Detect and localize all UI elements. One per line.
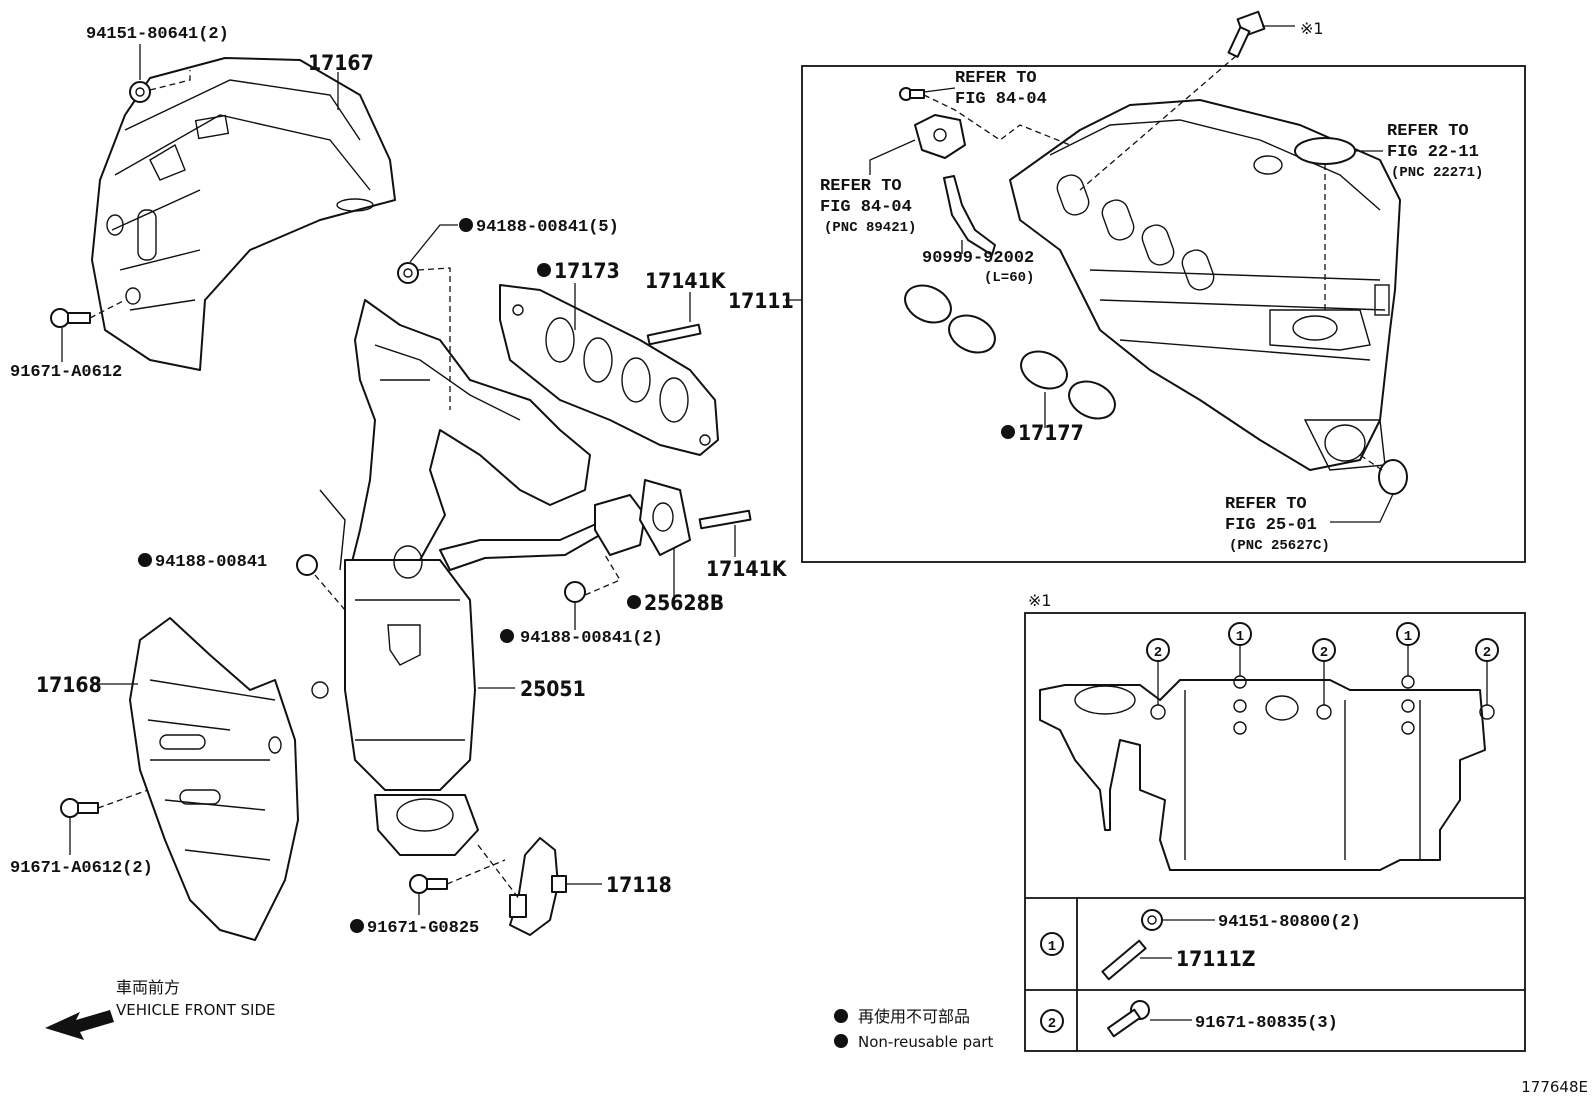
svg-text:2: 2 [1048, 1016, 1056, 1032]
o-ring-22271 [1294, 137, 1356, 165]
label-17141k-b: 17141K [706, 557, 788, 581]
nut-94188-00841-2 [564, 581, 586, 603]
bolt-91671-g0825 [409, 874, 448, 894]
bolt-91671-80835 [1107, 1000, 1150, 1038]
detail-manifold [1039, 675, 1495, 871]
bolt-note-1 [1227, 10, 1266, 58]
label-17168: 17168 [36, 673, 102, 697]
vehicle-front-arrow-icon [45, 1010, 114, 1040]
intake-manifold [1009, 99, 1401, 471]
label-94188-00841-5: 94188-00841(5) [476, 218, 619, 237]
svg-text:2: 2 [1154, 645, 1162, 661]
legend-nonreusable-jp: 再使用不可部品 [858, 1007, 970, 1026]
svg-text:1: 1 [1404, 629, 1412, 645]
nut-94151-80641 [129, 81, 151, 103]
label-25051: 25051 [520, 677, 586, 701]
refer-to-4: REFER TO [1225, 495, 1307, 514]
label-90999-len: (L=60) [984, 270, 1034, 286]
diagram-id: 177648E [1521, 1078, 1588, 1096]
label-94151-80800: 94151-80800(2) [1218, 913, 1361, 932]
legend-dot-2 [834, 1034, 848, 1048]
note-mark-top: ※1 [1300, 19, 1324, 38]
svg-text:2: 2 [1483, 645, 1491, 661]
heat-insulator-lower [129, 617, 299, 941]
callout-2-b: 2 [1312, 638, 1336, 662]
fig-84-04-b: FIG 84-04 [820, 198, 912, 217]
nr-dot-17177 [1001, 425, 1015, 439]
callout-1-b: 1 [1396, 622, 1420, 646]
label-91671-80835: 91671-80835(3) [1195, 1014, 1338, 1033]
note-mark-detail: ※1 [1028, 591, 1052, 610]
heat-insulator-upper [91, 57, 396, 371]
stud-17141k-upper [646, 323, 702, 346]
callout-2-row: 2 [1040, 1009, 1064, 1033]
nr-dot-94188 [138, 553, 152, 567]
pnc-89421: (PNC 89421) [824, 220, 916, 236]
svg-text:1: 1 [1236, 629, 1244, 645]
label-17173: 17173 [554, 259, 620, 283]
label-17177: 17177 [1018, 421, 1084, 445]
stud-17141k-lower [698, 509, 752, 530]
gasket-17177 [904, 284, 1116, 420]
vacuum-hose [943, 175, 996, 256]
callout-1-row: 1 [1040, 932, 1064, 956]
nr-dot-91671-g0825 [350, 919, 364, 933]
detail-frame [1024, 612, 1526, 1052]
bolt-91671-a0612 [50, 308, 91, 328]
sensor-bracket [914, 114, 966, 159]
refer-to-2: REFER TO [820, 177, 902, 196]
gasket-25627c [1378, 459, 1408, 495]
label-94151-80641: 94151-80641(2) [86, 25, 229, 44]
label-17118: 17118 [606, 873, 672, 897]
intake-manifold-frame [801, 65, 1526, 563]
fig-22-11: FIG 22-11 [1387, 143, 1479, 162]
label-91671-g0825: 91671-G0825 [367, 919, 479, 938]
nr-dot-94188-5 [459, 218, 473, 232]
front-jp: 車両前方 [116, 978, 180, 997]
nr-dot-94188-2 [500, 629, 514, 643]
bolt-fig-84-04 [899, 87, 925, 101]
bolt-91671-a0612-2 [60, 798, 99, 818]
nut-94188-00841-5 [397, 262, 419, 284]
pnc-22271: (PNC 22271) [1391, 165, 1483, 181]
label-91671-a0612-2: 91671-A0612(2) [10, 859, 153, 878]
nut-94188-00841 [296, 554, 318, 576]
label-17141k-a: 17141K [645, 269, 727, 293]
label-17111z: 17111Z [1176, 947, 1255, 971]
legend-dot-1 [834, 1009, 848, 1023]
label-17167: 17167 [308, 51, 374, 75]
label-17111: 17111 [728, 289, 794, 313]
gasket-17173 [499, 284, 719, 456]
bracket-17118 [509, 837, 567, 936]
fig-84-04-a: FIG 84-04 [955, 90, 1047, 109]
nr-dot-17173 [537, 263, 551, 277]
label-25628b: 25628B [644, 591, 724, 615]
callout-2-c: 2 [1475, 638, 1499, 662]
nr-dot-25628b [627, 595, 641, 609]
refer-to-3: REFER TO [1387, 122, 1469, 141]
nut-94151-80800 [1141, 909, 1163, 931]
refer-to-1: REFER TO [955, 69, 1037, 88]
svg-text:2: 2 [1320, 645, 1328, 661]
exhaust-manifold-converter [311, 299, 646, 856]
pnc-25627c: (PNC 25627C) [1229, 538, 1330, 554]
callout-1-a: 1 [1228, 622, 1252, 646]
callout-2-a: 2 [1146, 638, 1170, 662]
front-en: VEHICLE FRONT SIDE [116, 1001, 276, 1019]
label-90999-92002: 90999-92002 [922, 249, 1034, 268]
label-94188-00841: 94188-00841 [155, 553, 267, 572]
legend-nonreusable-en: Non-reusable part [858, 1033, 993, 1051]
svg-text:1: 1 [1048, 939, 1056, 955]
label-91671-a0612: 91671-A0612 [10, 363, 122, 382]
fig-25-01: FIG 25-01 [1225, 516, 1317, 535]
stud-17111z [1101, 939, 1147, 981]
gasket-25628b [639, 479, 691, 556]
label-94188-00841-2: 94188-00841(2) [520, 629, 663, 648]
